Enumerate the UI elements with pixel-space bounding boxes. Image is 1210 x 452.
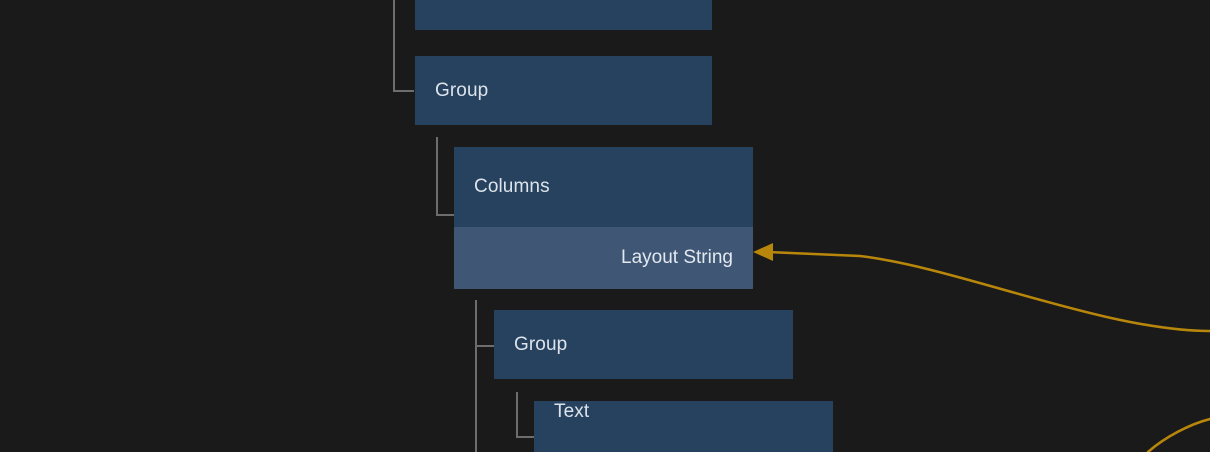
tree-node-label: Columns: [474, 176, 550, 197]
tree-node-label: Group: [435, 79, 489, 101]
tree-node-group-lower[interactable]: Group: [494, 310, 793, 379]
conn-to-group-upper: [393, 0, 414, 92]
conn-to-columns: [436, 137, 456, 216]
tree-node-subrow-layout-string[interactable]: Layout String: [454, 227, 753, 289]
conn-spine-lower: [475, 300, 479, 452]
tree-node-text-bottom[interactable]: Text: [534, 401, 833, 452]
tree-node-label: Text: [415, 0, 712, 30]
annotation-arrow-secondary-callout: [1146, 417, 1210, 452]
annotation-arrowhead-layout-string-callout: [753, 243, 773, 261]
tree-node-label: Text: [554, 401, 590, 422]
tree-node-text-top[interactable]: Text: [415, 0, 712, 30]
conn-to-text-bottom: [516, 392, 536, 438]
tree-node-label: Group: [514, 333, 568, 355]
conn-tick-group-lower: [475, 345, 494, 349]
tree-node-group-upper[interactable]: Group: [415, 56, 712, 125]
annotation-arrow-layout-string-callout: [766, 250, 1210, 333]
